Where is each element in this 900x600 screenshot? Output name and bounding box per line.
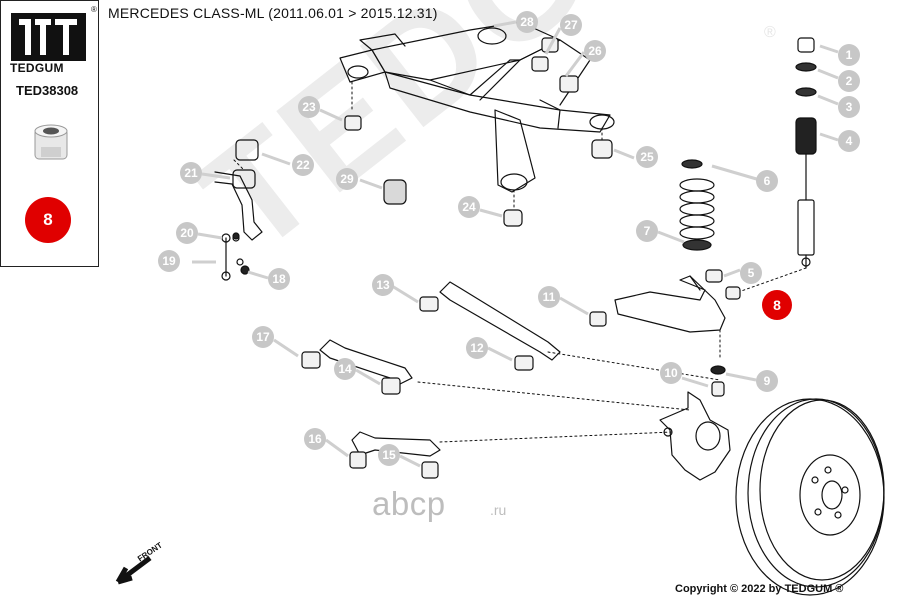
- callout-22[interactable]: 22: [292, 154, 314, 176]
- part-info-panel: ® TEDGUM TED38308 8: [0, 0, 99, 267]
- callout-16[interactable]: 16: [304, 428, 326, 450]
- site-watermark-tld: .ru: [490, 502, 507, 518]
- callout-7[interactable]: 7: [636, 220, 658, 242]
- bushings-drawing: [232, 37, 741, 479]
- callout-arrows: [192, 20, 839, 468]
- callout-14[interactable]: 14: [334, 358, 356, 380]
- callout-29[interactable]: 29: [336, 168, 358, 190]
- coil-spring-drawing: [679, 159, 715, 251]
- callout-26[interactable]: 26: [584, 40, 606, 62]
- callout-19[interactable]: 19: [158, 250, 180, 272]
- callout-4[interactable]: 4: [838, 130, 860, 152]
- callout-2[interactable]: 2: [838, 70, 860, 92]
- front-arrow-icon: [115, 556, 152, 585]
- callout-6[interactable]: 6: [756, 170, 778, 192]
- tedgum-logo-icon: [11, 13, 86, 61]
- callout-3[interactable]: 3: [838, 96, 860, 118]
- part-position-badge: 8: [25, 197, 71, 243]
- wheel-drawing: [735, 398, 885, 596]
- callout-23[interactable]: 23: [298, 96, 320, 118]
- callout-11[interactable]: 11: [538, 286, 560, 308]
- callout-17[interactable]: 17: [252, 326, 274, 348]
- callout-27[interactable]: 27: [560, 14, 582, 36]
- callout-25[interactable]: 25: [636, 146, 658, 168]
- hub-carrier-drawing: [659, 391, 731, 481]
- callout-21[interactable]: 21: [180, 162, 202, 184]
- vehicle-title: MERCEDES CLASS-ML (2011.06.01 > 2015.12.…: [108, 5, 438, 21]
- callout-28[interactable]: 28: [516, 11, 538, 33]
- brand-name: TEDGUM: [10, 61, 64, 75]
- part-code: TED38308: [16, 83, 79, 98]
- callout-1[interactable]: 1: [838, 44, 860, 66]
- rear-subframe-drawing: [339, 21, 615, 193]
- callout-20[interactable]: 20: [176, 222, 198, 244]
- stabilizer-bar-drawing: [214, 139, 263, 281]
- callout-15[interactable]: 15: [378, 444, 400, 466]
- callout-8[interactable]: 8: [762, 290, 792, 320]
- callout-9[interactable]: 9: [756, 370, 778, 392]
- callout-10[interactable]: 10: [660, 362, 682, 384]
- callout-13[interactable]: 13: [372, 274, 394, 296]
- copyright-notice: Copyright © 2022 by TEDGUM ®: [675, 583, 844, 595]
- callout-5[interactable]: 5: [740, 262, 762, 284]
- upper-control-arm-drawing: [614, 275, 726, 333]
- site-watermark: abcp: [372, 485, 446, 522]
- watermark-reg-mark: ®: [764, 24, 776, 41]
- callout-18[interactable]: 18: [268, 268, 290, 290]
- callout-24[interactable]: 24: [458, 196, 480, 218]
- brand-reg-mark: ®: [91, 5, 97, 14]
- shock-absorber-drawing: [795, 37, 817, 269]
- bushing-thumbnail: [34, 124, 68, 160]
- leader-lines: [233, 81, 807, 443]
- callout-12[interactable]: 12: [466, 337, 488, 359]
